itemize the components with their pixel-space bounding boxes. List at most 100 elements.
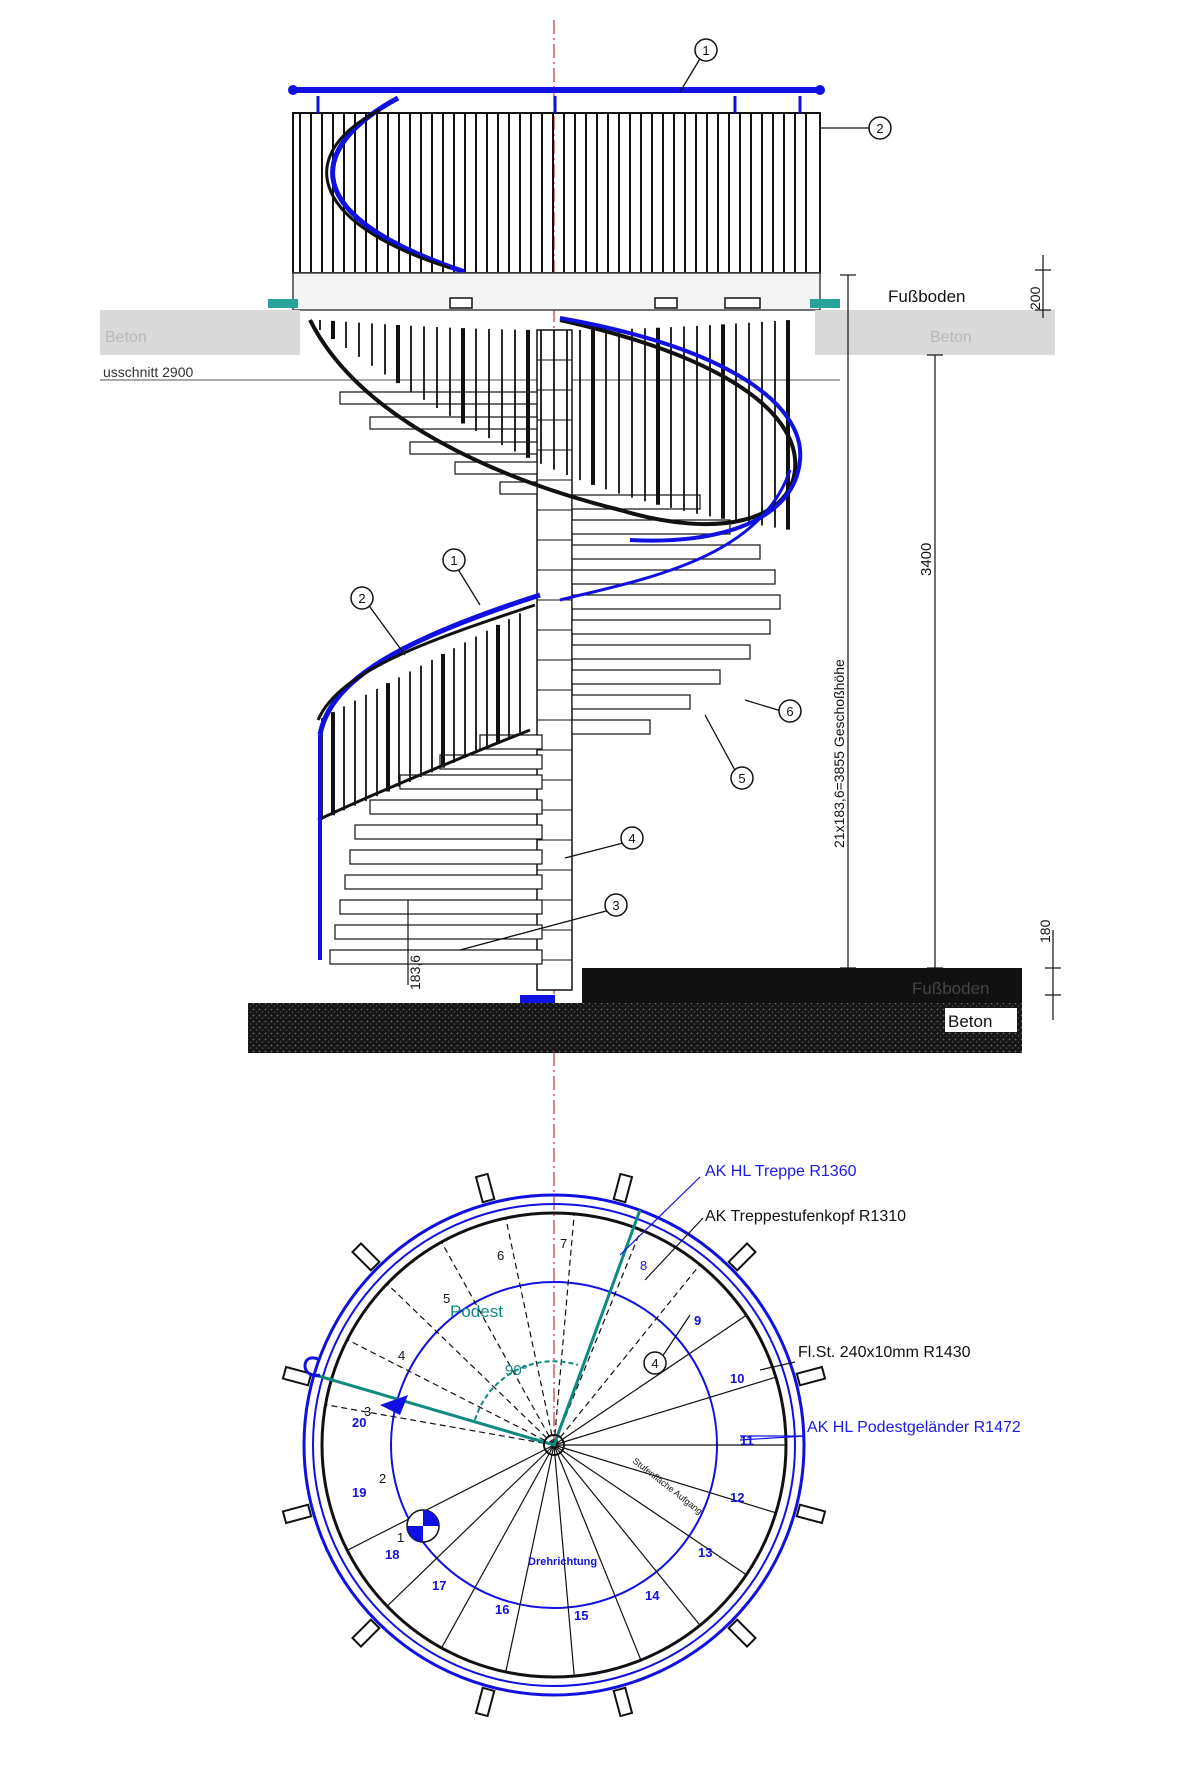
tread-edge-label: AK HL Treppe R1360 — [705, 1163, 857, 1180]
cutout-dimension: usschnitt 2900 — [103, 364, 193, 380]
tread — [329, 949, 543, 965]
tread — [571, 619, 771, 635]
callout-number: 5 — [738, 771, 745, 786]
landing-step-number: 3 — [364, 1404, 371, 1419]
tread-line — [347, 1339, 555, 1446]
step-number: 17 — [432, 1578, 446, 1593]
wall-bracket — [351, 1242, 381, 1272]
tread — [334, 924, 543, 940]
angle-label: 90° — [505, 1362, 528, 1379]
callout-circle — [778, 699, 802, 723]
upper-slab-left — [100, 310, 300, 355]
wall-bracket — [727, 1618, 757, 1648]
tread-line — [553, 1444, 642, 1661]
tread-line — [386, 1283, 555, 1446]
step-head-label: AK Treppestufenkopf R1310 — [705, 1208, 906, 1225]
upper-concrete-right-label: Beton — [930, 329, 972, 346]
wall-bracket — [474, 1172, 496, 1204]
tread — [339, 391, 538, 405]
step-number: 14 — [645, 1588, 660, 1603]
tread-line — [347, 1444, 555, 1551]
step-number: 9 — [694, 1313, 701, 1328]
tread-line — [553, 1264, 701, 1446]
tread — [571, 719, 651, 735]
callout-number: 2 — [358, 591, 365, 606]
tread-line — [505, 1444, 555, 1673]
callout-circle — [868, 116, 892, 140]
floor-height-dimension: 3400 — [918, 543, 935, 576]
tread-line — [553, 1444, 747, 1576]
tread-line — [553, 1213, 575, 1446]
dimension-lines — [407, 255, 1061, 1020]
tread — [479, 734, 543, 750]
arc-note-label: Stufenfläche Aufgang — [631, 1456, 705, 1517]
tread-line — [505, 1217, 555, 1446]
step-number: 20 — [352, 1415, 366, 1430]
tread — [571, 544, 761, 560]
callout-circle — [350, 586, 374, 610]
callout-circle — [730, 766, 754, 790]
wall-bracket — [281, 1503, 313, 1525]
step-number: 10 — [730, 1371, 744, 1386]
landing-step-number: 2 — [379, 1471, 386, 1486]
callout-circle — [694, 38, 718, 62]
step-number: 19 — [352, 1485, 366, 1500]
landing-step-number: 8 — [640, 1258, 647, 1273]
upper-floor-label: Fußboden — [888, 287, 966, 306]
upper-concrete-left-label: Beton — [105, 329, 147, 346]
tread — [571, 644, 751, 660]
tread-line — [553, 1376, 777, 1446]
tread-line — [440, 1241, 555, 1446]
tread — [339, 899, 543, 915]
tread — [354, 824, 543, 840]
callout-circle — [442, 548, 466, 572]
lower-floor-label: Fußboden — [912, 979, 990, 998]
callout-number: 1 — [450, 553, 457, 568]
tread-line — [553, 1444, 701, 1626]
landing-outer-rail — [302, 1193, 806, 1697]
tread-line — [553, 1444, 777, 1514]
landing-arrow — [380, 1395, 408, 1415]
tread — [499, 481, 538, 495]
front-handrail — [317, 592, 541, 736]
landing-label: Podest — [450, 1302, 503, 1321]
landing-rail-label: AK HL Podestgeländer R1472 — [807, 1419, 1021, 1436]
tread-line — [440, 1444, 555, 1649]
tread — [369, 416, 538, 430]
rear-handrail — [308, 318, 798, 527]
tread — [409, 441, 538, 455]
direction-label: Drehrichtung — [528, 1556, 597, 1568]
wall-bracket — [474, 1686, 496, 1718]
tread — [369, 799, 543, 815]
gallery-railing — [268, 85, 840, 311]
callout-circle — [604, 893, 628, 917]
tread-line — [386, 1444, 555, 1607]
tread — [349, 849, 543, 865]
lower-floor-slab — [582, 968, 1022, 1003]
lower-slab-dimension: 180 — [1037, 919, 1053, 943]
lower-concrete-label: Beton — [948, 1012, 992, 1031]
callout-circle — [620, 826, 644, 850]
callout-number: 6 — [786, 704, 793, 719]
plan-callout-4: 4 — [651, 1356, 658, 1371]
wall-bracket — [351, 1618, 381, 1648]
landing-step-number: 6 — [497, 1248, 504, 1263]
step-number: 16 — [495, 1602, 509, 1617]
step-number: 12 — [730, 1490, 744, 1505]
step-number: 15 — [574, 1608, 588, 1623]
wall-bracket — [612, 1172, 634, 1204]
callout-number: 2 — [876, 121, 883, 136]
elevation-callouts — [366, 56, 871, 951]
landing-step-number: 7 — [560, 1236, 567, 1251]
tread — [571, 594, 781, 610]
landing-step-number: 4 — [398, 1348, 405, 1363]
wall-bracket — [727, 1242, 757, 1272]
tread — [344, 874, 543, 890]
step-number: 11 — [740, 1433, 754, 1448]
upper-slab-right — [815, 310, 1055, 355]
wall-bracket — [795, 1503, 827, 1525]
elevation-view: Beton Beton Fußboden usschnitt 2900 Fußb… — [100, 38, 1061, 1053]
tread-line — [325, 1404, 555, 1446]
tread-line — [553, 1229, 642, 1446]
